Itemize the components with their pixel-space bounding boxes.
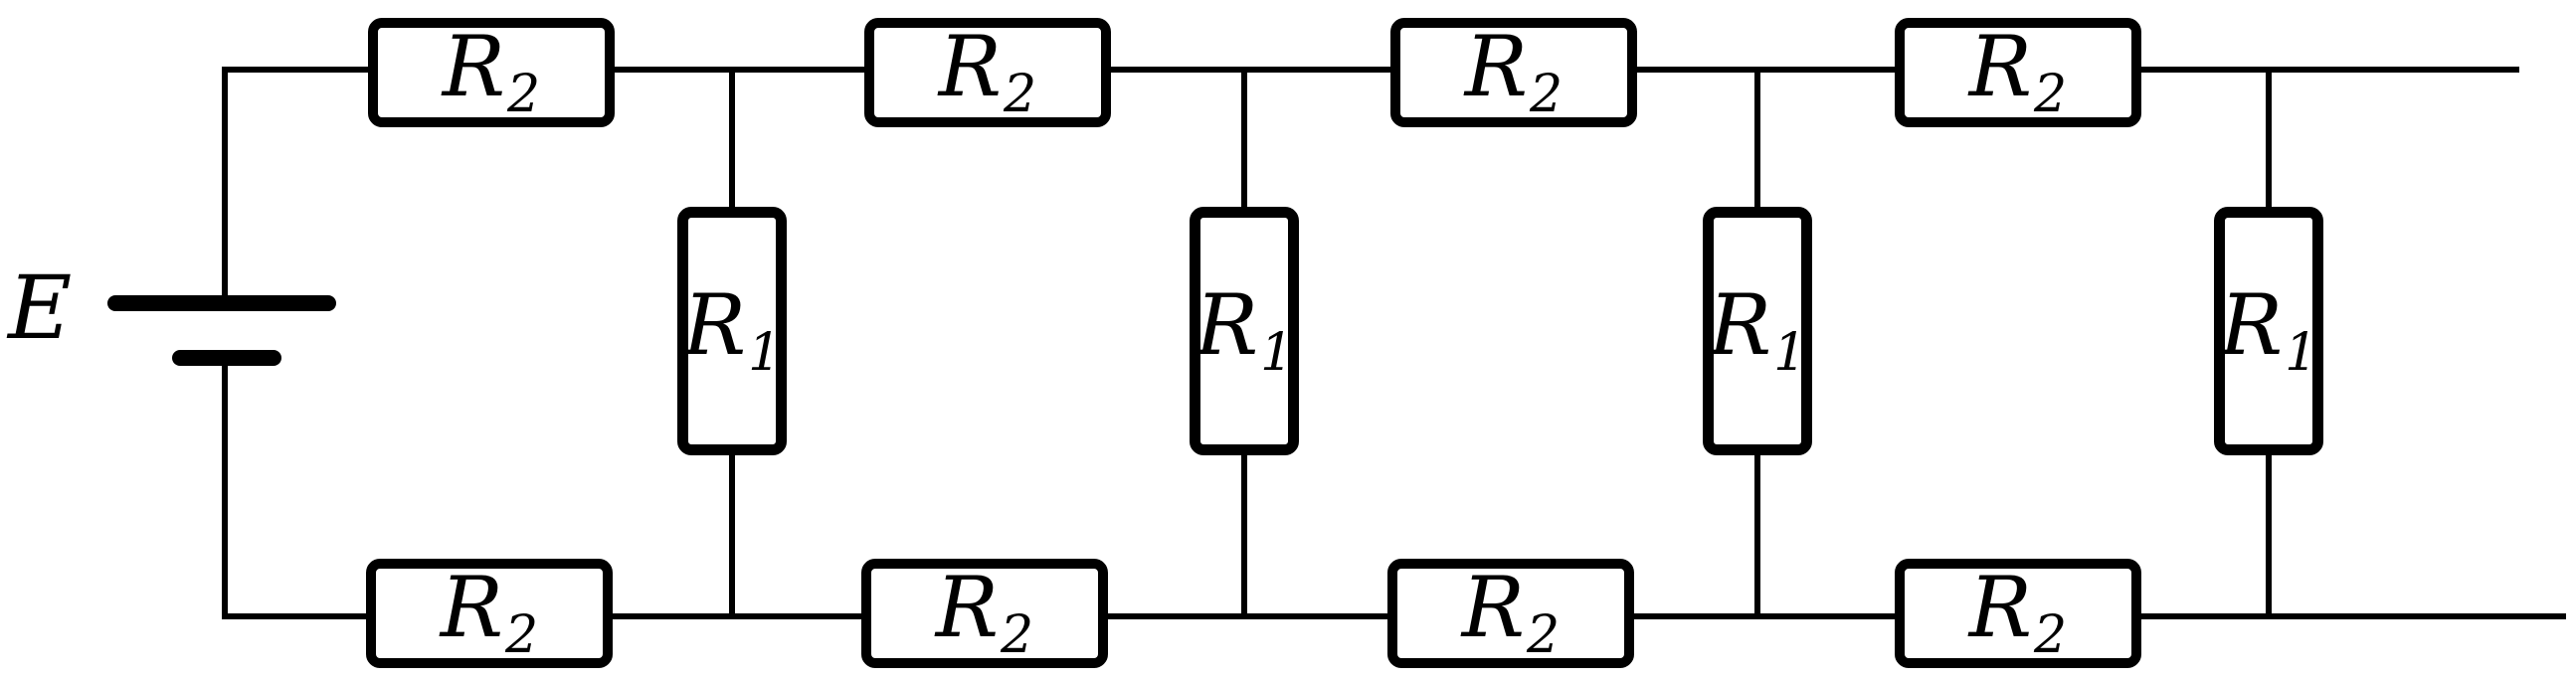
- resistor-r1-4: R1: [2214, 207, 2323, 455]
- resistor-r2-top-2: R2: [864, 18, 1111, 127]
- resistor-label: R2: [935, 559, 1034, 665]
- resistor-label: R2: [442, 18, 541, 124]
- resistor-r1-3: R1: [1703, 207, 1812, 455]
- resistor-label: R1: [1195, 276, 1294, 383]
- resistor-r2-top-3: R2: [1390, 18, 1637, 127]
- resistor-r2-top-4: R2: [1895, 18, 2141, 127]
- resistor-label: R1: [682, 276, 782, 383]
- resistor-label: R1: [2219, 276, 2318, 383]
- resistor-r2-bottom-4: R2: [1895, 559, 2141, 668]
- battery-negative-plate: [172, 350, 281, 366]
- resistor-label: R2: [938, 18, 1037, 124]
- battery-label: E: [8, 256, 73, 359]
- resistor-r1-1: R1: [677, 207, 787, 455]
- resistor-r2-bottom-3: R2: [1387, 559, 1634, 668]
- resistor-label: R2: [1461, 559, 1561, 665]
- resistor-label: R1: [1708, 276, 1807, 383]
- top-rail-wire: [222, 67, 2519, 73]
- resistor-r2-bottom-1: R2: [366, 559, 613, 668]
- battery-top-wire: [222, 67, 228, 301]
- resistor-r1-2: R1: [1190, 207, 1299, 455]
- resistor-label: R2: [1968, 559, 2068, 665]
- resistor-r2-bottom-2: R2: [861, 559, 1108, 668]
- resistor-r2-top-1: R2: [368, 18, 615, 127]
- battery-bottom-wire: [222, 361, 228, 619]
- resistor-label: R2: [440, 559, 539, 665]
- resistor-label: R2: [1968, 18, 2068, 124]
- resistor-label: R2: [1464, 18, 1564, 124]
- battery-positive-plate: [107, 295, 336, 311]
